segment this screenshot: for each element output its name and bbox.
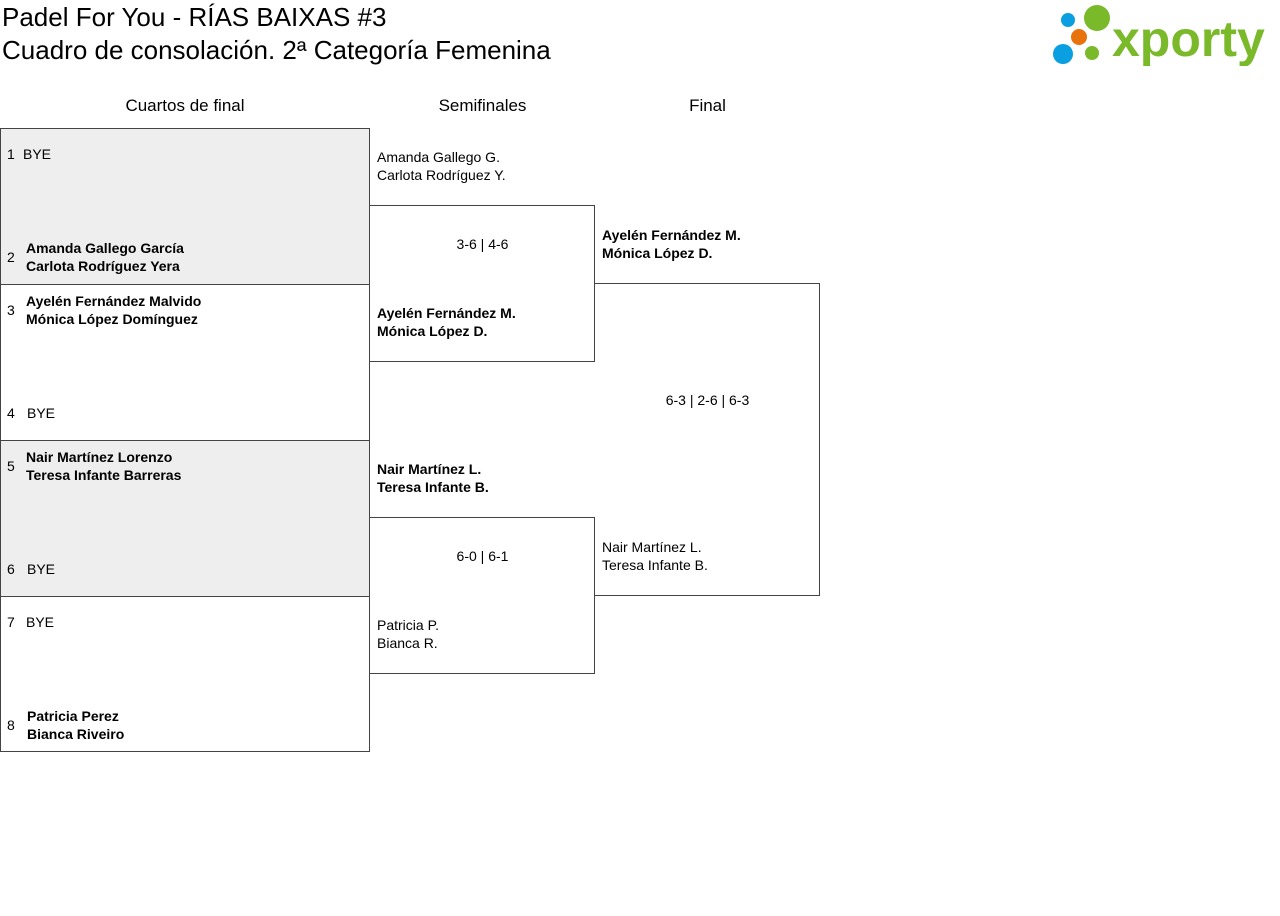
round-header-final: Final	[689, 96, 726, 115]
team-player-2: Teresa Infante B.	[377, 479, 489, 495]
team-name: BYE	[27, 561, 56, 577]
draw-subtitle: Cuadro de consolación. 2ª Categoría Feme…	[2, 35, 551, 65]
match-score: 3-6 | 4-6	[456, 236, 509, 252]
team-player-1: Ayelén Fernández Malvido	[26, 293, 202, 309]
round-header-quarterfinals: Cuartos de final	[125, 96, 245, 115]
team-player-2: Mónica López D.	[602, 245, 713, 261]
team-player-2: Teresa Infante Barreras	[26, 467, 182, 483]
xporty-logo[interactable]: xporty	[1052, 4, 1276, 67]
match-score: 6-0 | 6-1	[456, 548, 509, 564]
team-player-2: Bianca Riveiro	[27, 726, 125, 742]
qf-match-1	[0, 128, 370, 285]
team-name: BYE	[27, 405, 56, 421]
team-player-1: Amanda Gallego G.	[377, 149, 500, 165]
team-player-1: Ayelén Fernández M.	[377, 305, 516, 321]
match-score: 6-3 | 2-6 | 6-3	[665, 392, 750, 408]
seed: 7	[7, 614, 15, 630]
team-player-2: Bianca R.	[377, 635, 438, 651]
seed: 6	[7, 561, 15, 577]
team-player-2: Carlota Rodríguez Y.	[377, 167, 506, 183]
qf-match-4	[0, 596, 370, 752]
team-player-2: Mónica López Domínguez	[26, 311, 198, 327]
team-player-1: Ayelén Fernández M.	[602, 227, 741, 243]
team-player-1: Patricia P.	[377, 617, 439, 633]
seed: 2	[7, 249, 15, 265]
tournament-title: Padel For You - RÍAS BAIXAS #3	[2, 2, 387, 32]
team-name: BYE	[26, 614, 55, 630]
team-player-1: Nair Martínez Lorenzo	[26, 449, 173, 465]
team-player-1: Nair Martínez L.	[377, 461, 482, 477]
seed: 4	[7, 405, 15, 421]
team-name: BYE	[23, 146, 52, 162]
svg-text:xporty: xporty	[1112, 11, 1265, 66]
team-player-2: Carlota Rodríguez Yera	[26, 258, 180, 274]
team-player-1: Amanda Gallego García	[26, 240, 184, 256]
team-player-1: Patricia Perez	[27, 708, 119, 724]
final-match	[594, 283, 820, 596]
seed: 3	[7, 302, 15, 318]
seed: 1	[7, 146, 15, 162]
team-player-2: Teresa Infante B.	[602, 557, 708, 573]
round-header-semifinals: Semifinales	[438, 96, 527, 115]
qf-match-3	[0, 440, 370, 597]
seed: 8	[7, 717, 15, 733]
seed: 5	[7, 458, 15, 474]
team-player-2: Mónica López D.	[377, 323, 488, 339]
team-player-1: Nair Martínez L.	[602, 539, 702, 555]
